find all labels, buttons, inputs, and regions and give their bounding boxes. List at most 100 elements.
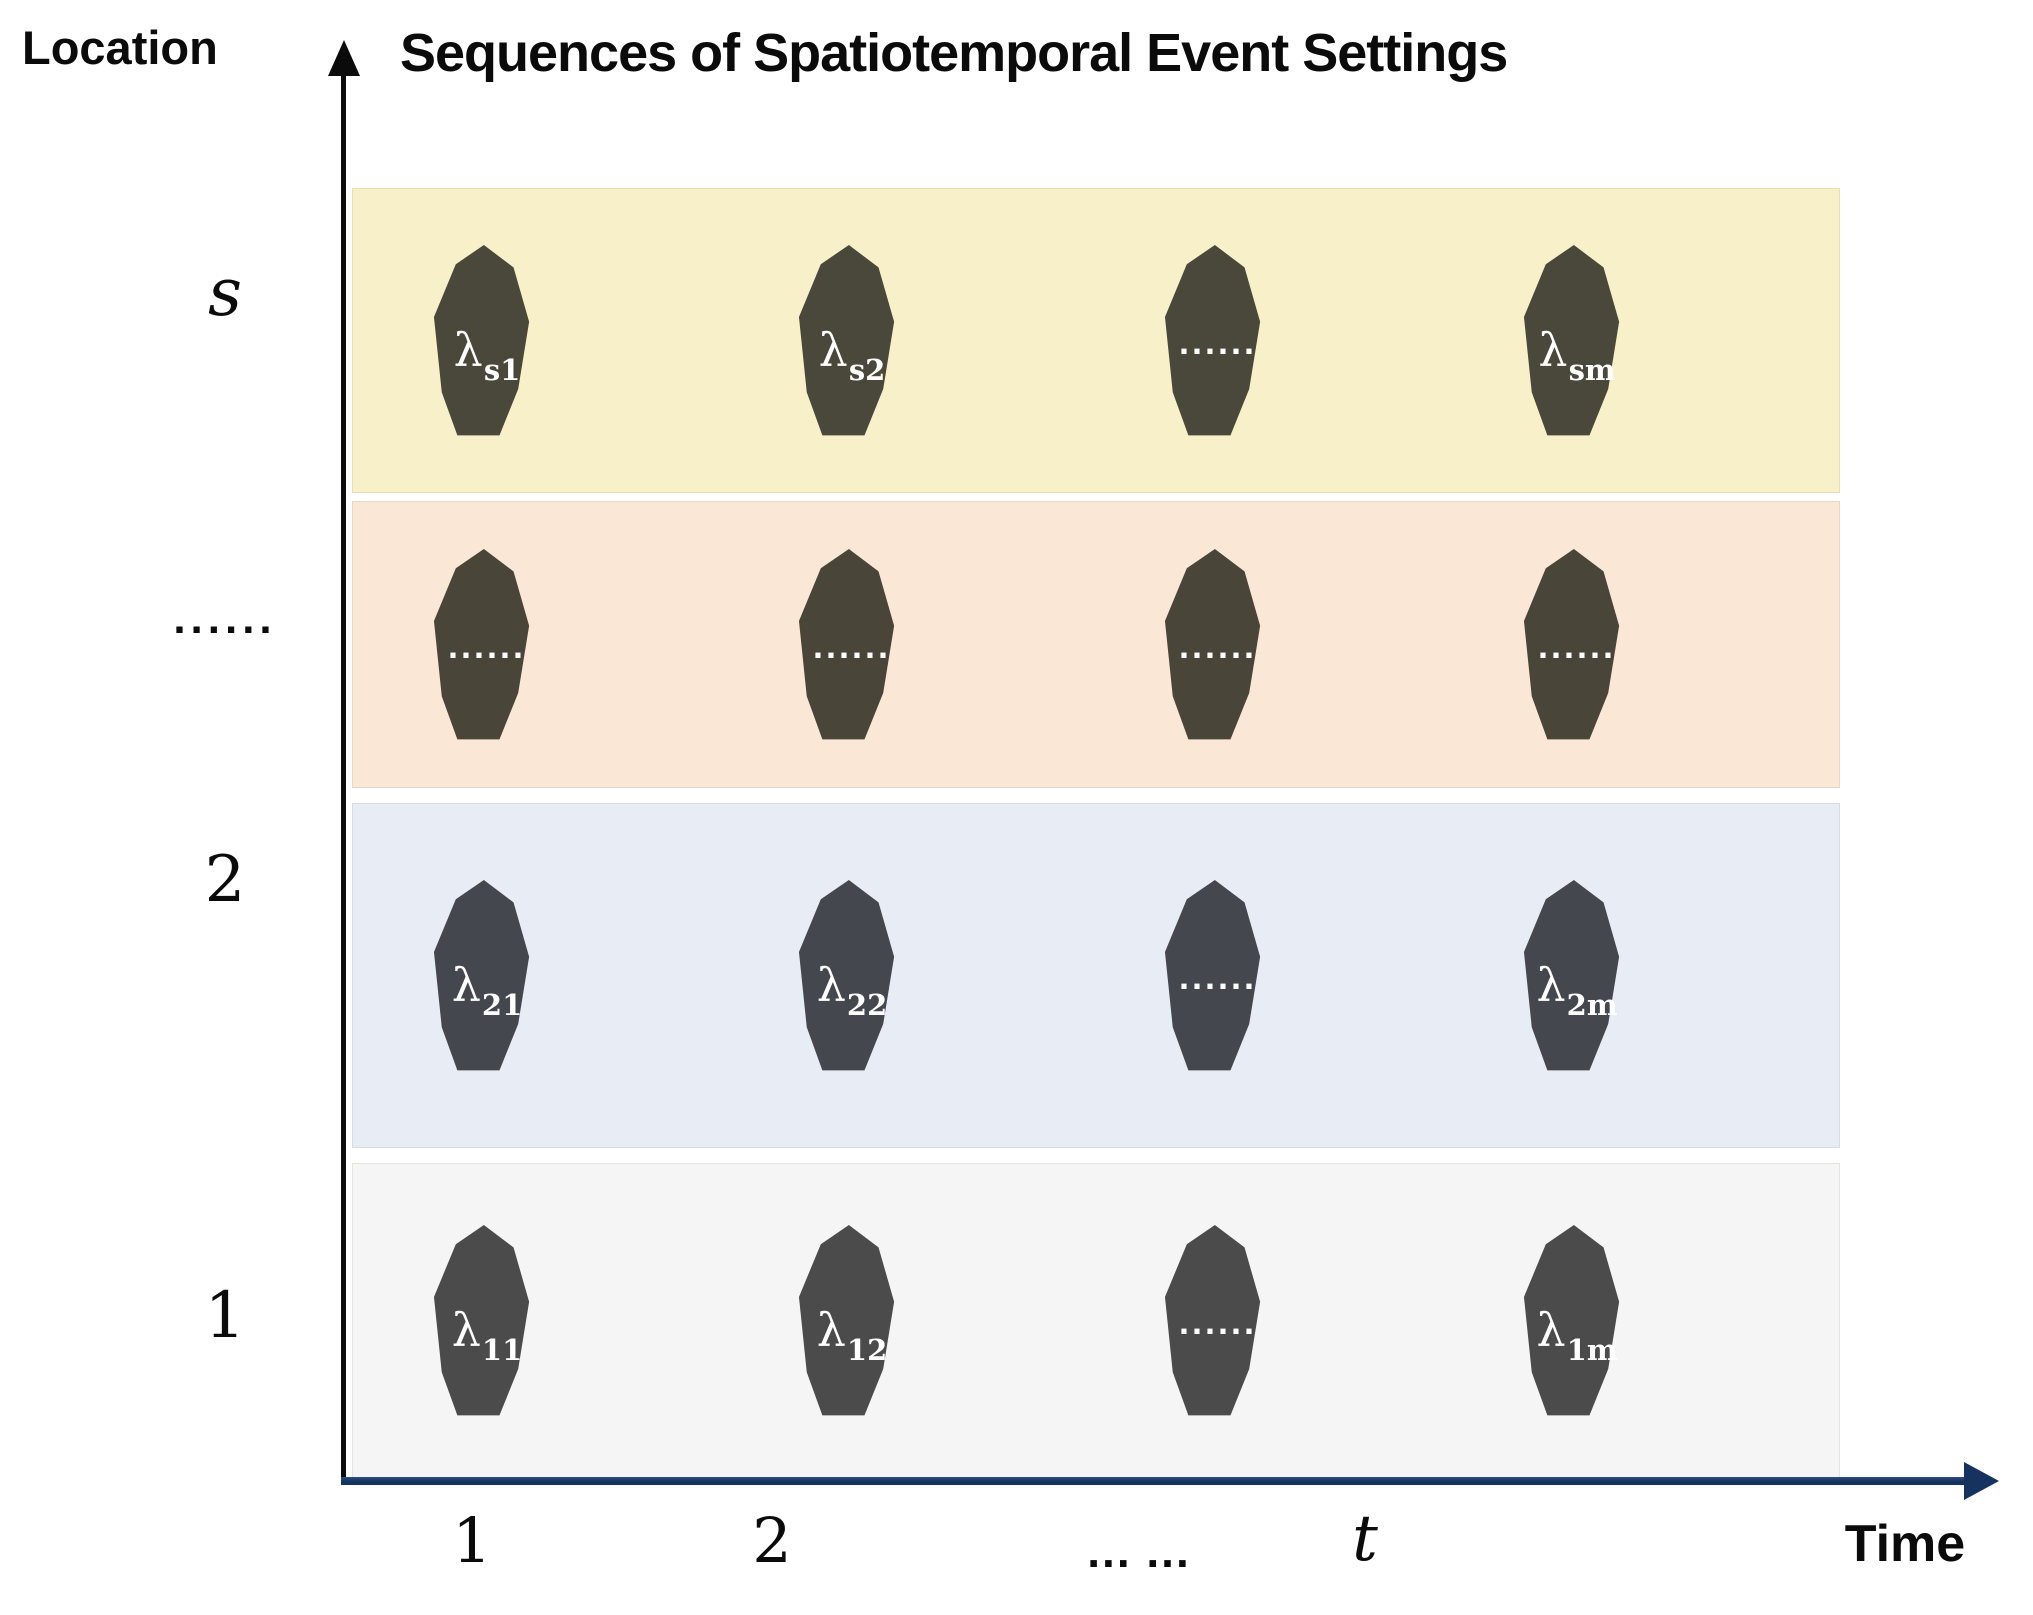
event-cell: λ22 — [774, 879, 930, 1072]
row-band-s: λs1 λs2 ...... λsm — [352, 188, 1840, 493]
event-blob-icon — [1164, 879, 1261, 1070]
event-blob-icon — [433, 1224, 530, 1415]
event-cell: ...... — [1499, 548, 1655, 741]
x-axis-arrow-icon — [1964, 1462, 1999, 1500]
lambda-subscript: 2m — [1566, 987, 1618, 1022]
lambda-subscript: 1m — [1566, 1332, 1618, 1367]
lambda-symbol: λ — [816, 1302, 846, 1357]
event-blob-shape — [798, 548, 895, 739]
lambda-symbol: λ — [816, 957, 846, 1012]
event-blob-shape — [1523, 244, 1620, 435]
event-blob-shape — [1164, 879, 1261, 1070]
y-axis-arrow-icon — [328, 40, 360, 76]
event-blob-icon — [1164, 1224, 1261, 1415]
event-blob-icon — [798, 548, 895, 739]
event-cell: λ12 — [774, 1224, 930, 1417]
event-blob-icon — [798, 244, 895, 435]
lambda-symbol: λ — [1536, 957, 1566, 1012]
ellipsis-label: ...... — [447, 625, 527, 667]
event-blob-icon — [1523, 548, 1620, 739]
event-cell: ...... — [1140, 1224, 1296, 1417]
event-blob-shape — [798, 244, 895, 435]
ellipsis-label: ...... — [1178, 956, 1258, 998]
event-cell: ...... — [1140, 244, 1296, 437]
event-cell: λ11 — [409, 1224, 565, 1417]
event-blob-icon — [1523, 244, 1620, 435]
event-cell: ...... — [774, 548, 930, 741]
event-blob-icon — [1164, 548, 1261, 739]
event-blob-shape — [1164, 244, 1261, 435]
lambda-symbol: λ — [1538, 322, 1568, 377]
row-label-1: 1 — [204, 1279, 246, 1353]
ellipsis-label: ...... — [1178, 321, 1258, 363]
event-blob-shape — [1523, 879, 1620, 1070]
event-blob-icon — [433, 879, 530, 1070]
event-cell: λsm — [1499, 244, 1655, 437]
x-tick-label-1: 1 — [452, 1504, 492, 1577]
event-cell: λs2 — [774, 244, 930, 437]
y-axis-line — [341, 62, 346, 1483]
lambda-symbol: λ — [451, 957, 481, 1012]
event-rate-label: λsm — [1538, 327, 1615, 385]
event-cell: λs1 — [409, 244, 565, 437]
diagram-title: Sequences of Spatiotemporal Event Settin… — [400, 23, 1508, 83]
event-blob-icon — [798, 1224, 895, 1415]
event-blob-icon — [1523, 879, 1620, 1070]
event-blob-shape — [1164, 548, 1261, 739]
event-rate-label: λ1m — [1536, 1307, 1617, 1365]
lambda-subscript: s2 — [848, 352, 886, 387]
event-blob-shape — [1523, 548, 1620, 739]
ellipsis-label: ...... — [1537, 625, 1617, 667]
lambda-symbol: λ — [453, 322, 483, 377]
event-cell: ...... — [1140, 548, 1296, 741]
lambda-subscript: sm — [1568, 352, 1616, 387]
time-axis-label: Time — [1844, 1515, 1966, 1573]
location-axis-label: Location — [22, 21, 218, 74]
x-tick-label-ellipsis: ... ... — [1087, 1525, 1191, 1577]
event-rate-label: λ21 — [452, 962, 523, 1020]
event-blob-shape — [798, 1224, 895, 1415]
lambda-subscript: 11 — [481, 1332, 523, 1367]
event-cell: ...... — [1140, 879, 1296, 1072]
event-cell: λ2m — [1499, 879, 1655, 1072]
event-blob-shape — [433, 879, 530, 1070]
event-blob-shape — [798, 879, 895, 1070]
event-blob-shape — [1523, 1224, 1620, 1415]
row-label-2: 2 — [204, 843, 246, 917]
row-band-2: λ21 λ22 ...... λ2m — [352, 803, 1840, 1148]
event-blob-icon — [798, 879, 895, 1070]
event-blob-shape — [1164, 1224, 1261, 1415]
event-rate-label: λs2 — [819, 327, 886, 385]
event-rate-label: λ11 — [452, 1307, 523, 1365]
x-axis-line — [341, 1477, 1973, 1485]
lambda-subscript: 21 — [481, 987, 523, 1022]
lambda-symbol: λ — [451, 1302, 481, 1357]
event-blob-icon — [1164, 244, 1261, 435]
lambda-subscript: 22 — [846, 987, 888, 1022]
event-blob-icon — [433, 244, 530, 435]
event-blob-shape — [433, 548, 530, 739]
x-tick-label-2: 2 — [752, 1504, 792, 1577]
event-cell: ...... — [409, 548, 565, 741]
ellipsis-label: ...... — [812, 625, 892, 667]
row-band-ellipsis: ...... ...... ...... ...... — [352, 501, 1840, 788]
event-blob-icon — [433, 548, 530, 739]
x-tick-label-t: t — [1352, 1502, 1378, 1576]
ellipsis-label: ...... — [1178, 1301, 1258, 1343]
event-cell: λ1m — [1499, 1224, 1655, 1417]
event-rate-label: λ22 — [817, 962, 888, 1020]
lambda-subscript: 12 — [846, 1332, 888, 1367]
row-label-ellipsis: ...... — [173, 594, 277, 643]
lambda-subscript: s1 — [483, 352, 521, 387]
row-label-s: s — [208, 254, 242, 331]
event-rate-label: λ2m — [1536, 962, 1617, 1020]
event-rate-label: λ12 — [817, 1307, 888, 1365]
event-rate-label: λs1 — [454, 327, 521, 385]
event-blob-shape — [433, 244, 530, 435]
event-cell: λ21 — [409, 879, 565, 1072]
event-blob-icon — [1523, 1224, 1620, 1415]
row-band-1: λ11 λ12 ...... λ1m — [352, 1163, 1840, 1478]
lambda-symbol: λ — [1536, 1302, 1566, 1357]
lambda-symbol: λ — [818, 322, 848, 377]
